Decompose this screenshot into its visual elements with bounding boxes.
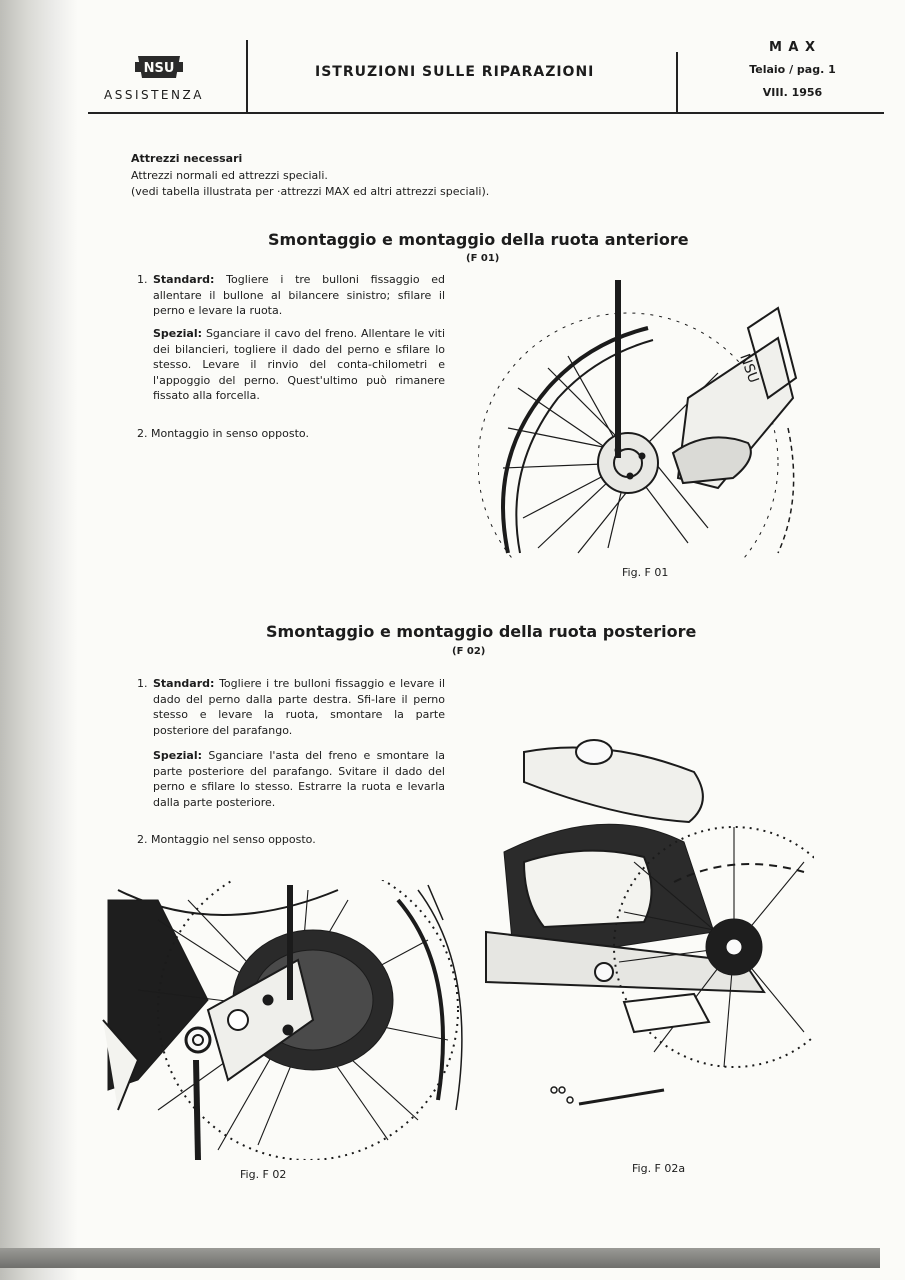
rear-step2: 2. Montaggio nel senso opposto. [137, 833, 316, 846]
rear-step1-number: 1. [137, 677, 148, 690]
tools-line: Attrezzi normali ed attrezzi speciali. [131, 169, 328, 182]
department-label: ASSISTENZA [104, 88, 204, 102]
rear-figure-ref: (F 02) [452, 646, 486, 657]
rear-hub-figure [102, 880, 463, 1160]
nsu-logo: NSU [135, 56, 183, 78]
model-name: M A X [768, 40, 817, 55]
front-step1-text: Togliere i tre bulloni fissaggio ed alle… [153, 273, 445, 317]
standard-label: Standard: [153, 677, 215, 690]
tools-heading: Attrezzi necessari [131, 152, 243, 165]
front-step2: 2. Montaggio in senso opposto. [137, 427, 309, 440]
front-wheel-figure: NSU [478, 280, 798, 558]
spezial-label: Spezial: [153, 749, 203, 762]
issue-date: VIII. 1956 [762, 86, 823, 99]
motorcycle-rear-figure [485, 739, 814, 1106]
rear-spezial-text: Sganciare l'asta del freno e smontare la… [153, 749, 446, 809]
front-spezial-text: Sganciare il cavo del freno. Allentare l… [153, 327, 446, 402]
binding-shadow [0, 0, 78, 1280]
header-divider [676, 52, 678, 112]
rear-section-title: Smontaggio e montaggio della ruota poste… [266, 622, 697, 641]
spezial-label: Spezial: [153, 327, 203, 340]
front-section-title: Smontaggio e montaggio della ruota anter… [268, 230, 689, 249]
header-rule [88, 112, 884, 114]
scan-bottom-edge [0, 1248, 880, 1268]
tools-line: (vedi tabella illustrata per ·attrezzi M… [131, 185, 490, 198]
front-step1: Standard: Togliere i tre bulloni fissagg… [153, 272, 445, 319]
header-title: ISTRUZIONI SULLE RIPARAZIONI [315, 64, 595, 80]
front-figure-caption: Fig. F 01 [622, 566, 669, 579]
rear-figure-caption: Fig. F 02 [240, 1168, 287, 1181]
front-spezial: Spezial: Sganciare il cavo del freno. Al… [153, 326, 445, 404]
front-step1-number: 1. [137, 273, 148, 286]
rear-step1-text: Togliere i tre bulloni fissaggio e levar… [153, 677, 446, 737]
section-page: Telaio / pag. 1 [749, 63, 836, 76]
rear-spezial: Spezial: Sganciare l'asta del freno e sm… [153, 748, 445, 810]
front-figure-ref: (F 01) [466, 253, 500, 264]
header-divider [246, 40, 248, 112]
svg-text:NSU: NSU [144, 61, 175, 76]
rear-figure-caption-a: Fig. F 02a [632, 1162, 686, 1175]
standard-label: Standard: [153, 273, 215, 286]
rear-step1: Standard: Togliere i tre bulloni fissagg… [153, 676, 445, 738]
